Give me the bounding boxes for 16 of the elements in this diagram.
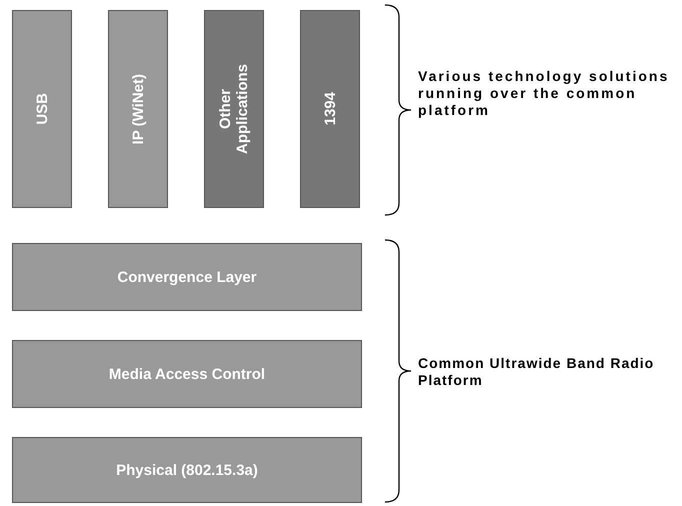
stack-column — [108, 10, 168, 208]
layer-label: Media Access Control — [108, 366, 266, 382]
layer-label: USB — [34, 93, 50, 125]
layer-label: IP (WiNet) — [130, 74, 146, 144]
stack-column — [12, 10, 72, 208]
layer-label: Convergence Layer — [117, 268, 257, 286]
stack-column — [300, 10, 360, 208]
layer-label: 1394 — [322, 92, 338, 126]
layer-box — [12, 437, 362, 503]
layer-label: Other Applications — [217, 63, 251, 156]
layer-box — [12, 340, 362, 408]
stack-column — [204, 10, 264, 208]
layer-box — [12, 243, 362, 311]
brace-note: Common Ultrawide Band Radio Platform — [418, 355, 656, 389]
layer-label: Physical (802.15.3a) — [116, 462, 258, 478]
brace-note: Various technology solutions running over the common platform — [418, 68, 670, 119]
